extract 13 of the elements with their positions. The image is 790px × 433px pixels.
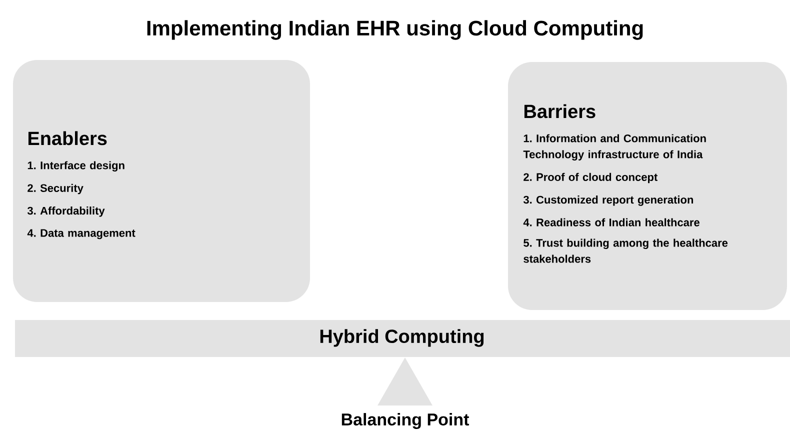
list-item: 2. Security [28,184,84,194]
list-item: 5. Trust building among the healthcare stakeholders [524,238,728,263]
heading: Enablers [28,131,107,146]
list-item: 2. Proof of cloud concept [524,172,658,184]
heading: Barriers [524,104,596,118]
title: Implementing Indian EHR using Cloud Computing [147,20,643,40]
node-label: Balancing Point [342,413,470,429]
list-item: 3. Customized report generation [523,196,694,206]
list-item: 4. Readiness of Indian healthcare [523,218,700,226]
list-item: 4. Data management [27,229,136,240]
list-item: 1. Information and Communication Technology infrastructure of India [523,134,706,160]
list-item: 1. Interface design [28,161,124,172]
list-item: 3. Affordability [27,206,105,217]
